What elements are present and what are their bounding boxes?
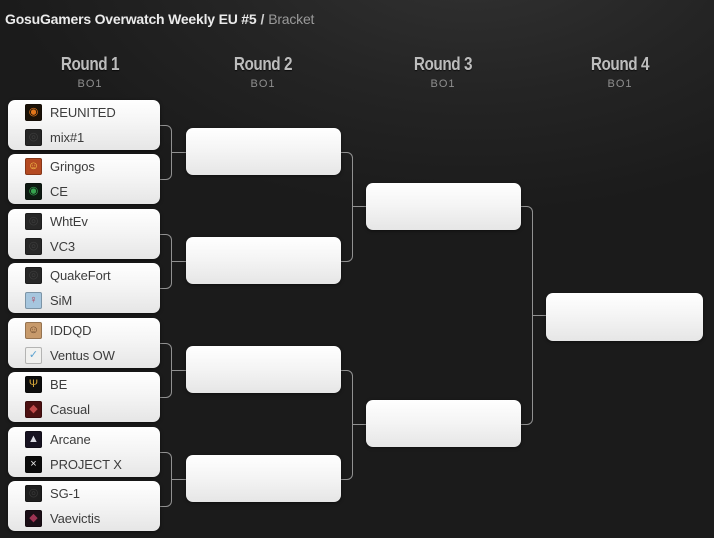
team-logo-icon: ☺ bbox=[25, 322, 42, 339]
empty-match-slot bbox=[186, 455, 341, 502]
empty-match-slot bbox=[366, 183, 521, 230]
team-logo-icon: ◆ bbox=[25, 510, 42, 527]
connector-elbow bbox=[160, 234, 172, 289]
empty-match-slot bbox=[186, 128, 341, 175]
round-1-header: Round 1 BO1 bbox=[56, 54, 125, 90]
match-box[interactable]: ▲ Arcane × PROJECT X bbox=[8, 427, 160, 477]
team-row[interactable]: ◉ REUNITED bbox=[8, 100, 160, 125]
connector-stub bbox=[172, 479, 186, 480]
match-box[interactable]: ◎ WhtEv ◎ VC3 bbox=[8, 209, 160, 259]
team-logo-icon: ◉ bbox=[25, 183, 42, 200]
team-row[interactable]: ◎ QuakeFort bbox=[8, 263, 160, 288]
empty-match-slot bbox=[186, 237, 341, 284]
match-box[interactable]: Ψ BE ◆ Casual bbox=[8, 372, 160, 422]
team-name: WhtEv bbox=[50, 214, 88, 229]
empty-match-slot bbox=[546, 293, 703, 341]
breadcrumb-current-page: Bracket bbox=[268, 11, 315, 27]
team-row[interactable]: × PROJECT X bbox=[8, 452, 160, 477]
team-name: REUNITED bbox=[50, 105, 116, 120]
team-name: BE bbox=[50, 377, 68, 392]
team-logo-icon: ◉ bbox=[25, 104, 42, 121]
match-box[interactable]: ☺ Gringos ◉ CE bbox=[8, 154, 160, 204]
team-logo-icon: ◎ bbox=[25, 129, 42, 146]
round-3-header: Round 3 BO1 bbox=[409, 54, 478, 90]
team-row[interactable]: ☺ Gringos bbox=[8, 154, 160, 179]
connector-elbow bbox=[341, 370, 353, 480]
team-name: QuakeFort bbox=[50, 268, 111, 283]
team-logo-icon: ◎ bbox=[25, 238, 42, 255]
team-name: Casual bbox=[50, 402, 90, 417]
round-2-format: BO1 bbox=[250, 78, 276, 90]
team-logo-icon: ▲ bbox=[25, 431, 42, 448]
breadcrumb-separator: / bbox=[260, 11, 265, 27]
match-box[interactable]: ◎ SG-1 ◆ Vaevictis bbox=[8, 481, 160, 531]
round-1-label: Round 1 bbox=[60, 54, 120, 74]
empty-match-slot bbox=[366, 400, 521, 447]
connector-stub bbox=[172, 152, 186, 153]
team-name: Ventus OW bbox=[50, 348, 115, 363]
round-4-format: BO1 bbox=[607, 78, 633, 90]
match-box[interactable]: ◉ REUNITED ◎ mix#1 bbox=[8, 100, 160, 150]
team-name: PROJECT X bbox=[50, 457, 122, 472]
connector-elbow bbox=[160, 343, 172, 398]
team-row[interactable]: ◆ Casual bbox=[8, 397, 160, 422]
team-row[interactable]: ☺ IDDQD bbox=[8, 318, 160, 343]
team-name: Arcane bbox=[50, 432, 91, 447]
round-2-header: Round 2 BO1 bbox=[229, 54, 298, 90]
connector-elbow bbox=[341, 152, 353, 262]
team-logo-icon: ◎ bbox=[25, 213, 42, 230]
team-name: IDDQD bbox=[50, 323, 92, 338]
team-row[interactable]: Ψ BE bbox=[8, 372, 160, 397]
connector-elbow bbox=[521, 206, 533, 425]
team-row[interactable]: ◎ SG-1 bbox=[8, 481, 160, 506]
empty-match-slot bbox=[186, 346, 341, 393]
round-2-label: Round 2 bbox=[233, 54, 293, 74]
team-name: CE bbox=[50, 184, 68, 199]
team-name: Gringos bbox=[50, 159, 95, 174]
team-logo-icon: ☺ bbox=[25, 158, 42, 175]
connector-elbow bbox=[160, 452, 172, 507]
connector-elbow bbox=[160, 125, 172, 180]
team-logo-icon: ✓ bbox=[25, 347, 42, 364]
team-logo-icon: ◎ bbox=[25, 267, 42, 284]
round-3-label: Round 3 bbox=[413, 54, 473, 74]
team-logo-icon: Ψ bbox=[25, 376, 42, 393]
team-row[interactable]: ♀ SiM bbox=[8, 288, 160, 313]
round-1-format: BO1 bbox=[77, 78, 103, 90]
team-logo-icon: ♀ bbox=[25, 292, 42, 309]
round-4-header: Round 4 BO1 bbox=[586, 54, 655, 90]
match-box[interactable]: ◎ QuakeFort ♀ SiM bbox=[8, 263, 160, 313]
team-row[interactable]: ◎ VC3 bbox=[8, 234, 160, 259]
breadcrumb: GosuGamers Overwatch Weekly EU #5/Bracke… bbox=[5, 11, 314, 27]
connector-stub bbox=[353, 206, 366, 207]
team-logo-icon: ◎ bbox=[25, 485, 42, 502]
team-row[interactable]: ▲ Arcane bbox=[8, 427, 160, 452]
team-name: Vaevictis bbox=[50, 511, 101, 526]
connector-stub bbox=[172, 370, 186, 371]
connector-stub bbox=[533, 315, 546, 316]
match-box[interactable]: ☺ IDDQD ✓ Ventus OW bbox=[8, 318, 160, 368]
connector-stub bbox=[353, 424, 366, 425]
team-name: VC3 bbox=[50, 239, 75, 254]
team-row[interactable]: ✓ Ventus OW bbox=[8, 343, 160, 368]
connector-stub bbox=[172, 261, 186, 262]
team-logo-icon: ◆ bbox=[25, 401, 42, 418]
team-row[interactable]: ◆ Vaevictis bbox=[8, 506, 160, 531]
round-4-label: Round 4 bbox=[590, 54, 650, 74]
breadcrumb-tournament-link[interactable]: GosuGamers Overwatch Weekly EU #5 bbox=[5, 11, 257, 27]
team-name: SiM bbox=[50, 293, 73, 308]
team-name: SG-1 bbox=[50, 486, 80, 501]
round-3-format: BO1 bbox=[430, 78, 456, 90]
team-logo-icon: × bbox=[25, 456, 42, 473]
team-row[interactable]: ◎ mix#1 bbox=[8, 125, 160, 150]
team-row[interactable]: ◉ CE bbox=[8, 179, 160, 204]
team-name: mix#1 bbox=[50, 130, 85, 145]
team-row[interactable]: ◎ WhtEv bbox=[8, 209, 160, 234]
